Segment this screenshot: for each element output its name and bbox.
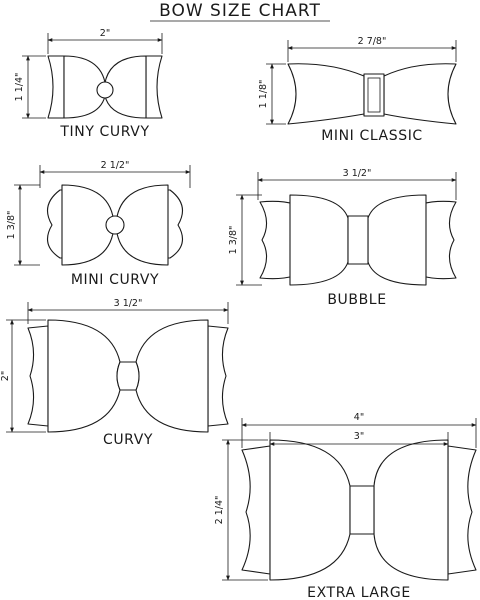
height-label: 1 1/8" — [258, 80, 269, 109]
bow-mini-curvy: 2 1/2" 1 3/8" MINI CURVY — [6, 160, 191, 288]
bow-name-label: MINI CLASSIC — [321, 128, 423, 144]
bow-drawing — [259, 194, 457, 286]
bow-name-label: MINI CURVY — [71, 272, 159, 288]
width-label: 4" — [354, 412, 364, 423]
width-label: 2 1/2" — [101, 160, 130, 171]
bow-drawing — [27, 319, 229, 433]
bow-drawing — [47, 55, 163, 119]
bow-curvy: 3 1/2" 2" CURVY — [0, 298, 229, 448]
width-label: 3 1/2" — [114, 298, 143, 309]
bow-extra-large: 4" 3" 2 1/4" EXTRA LARGE — [214, 412, 477, 600]
height-label: 1 1/4" — [14, 73, 25, 102]
bow-drawing — [241, 439, 477, 581]
bow-tiny-curvy: 2" 1 1/4" TINY CURVY — [14, 28, 163, 140]
bow-name-label: BUBBLE — [327, 292, 386, 308]
bow-name-label: EXTRA LARGE — [307, 585, 411, 600]
height-label: 2 1/4" — [214, 496, 225, 525]
bow-drawing — [287, 63, 457, 125]
height-label: 2" — [0, 371, 11, 381]
inner-width-label: 3" — [354, 431, 364, 442]
bow-mini-classic: 2 7/8" 1 1/8" MINI CLASSIC — [258, 36, 457, 144]
height-label: 1 3/8" — [228, 226, 239, 255]
width-label: 3 1/2" — [343, 168, 372, 179]
chart-title: BOW SIZE CHART — [159, 1, 321, 21]
bow-drawing — [46, 184, 184, 266]
width-label: 2 7/8" — [358, 36, 387, 47]
bow-name-label: TINY CURVY — [59, 124, 149, 140]
width-label: 2" — [100, 28, 110, 39]
bow-bubble: 3 1/2" 1 3/8" BUBBLE — [228, 168, 457, 308]
bow-name-label: CURVY — [103, 432, 153, 448]
height-label: 1 3/8" — [6, 211, 17, 240]
